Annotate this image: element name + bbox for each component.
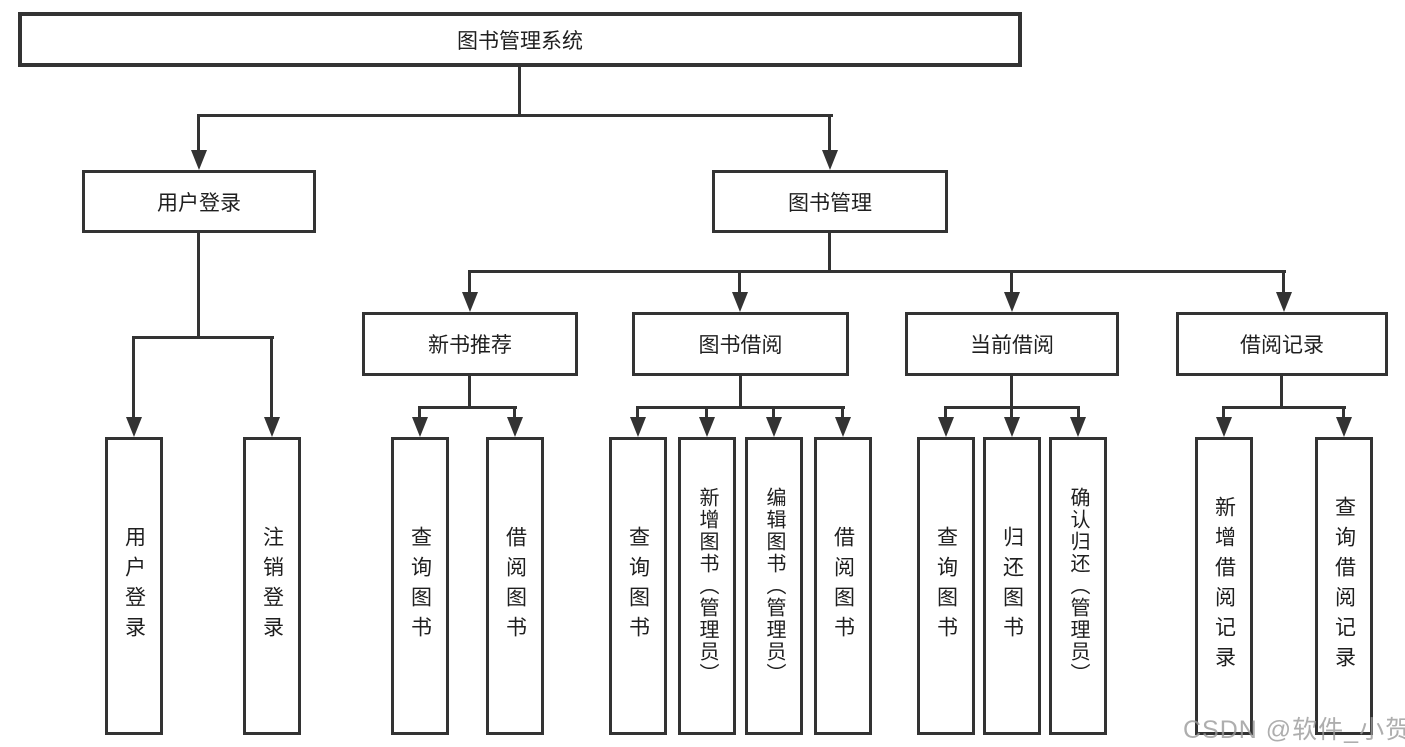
connector-line [1222,406,1346,409]
node-label: 查询借阅记录 [1332,496,1356,676]
node-library-management-system: 图书管理系统 [18,12,1022,67]
connector-line [518,66,521,116]
connector-line [828,114,831,154]
connector-line [841,406,844,420]
connector-line [705,406,708,420]
arrowhead-down-icon [264,417,280,437]
connector-line [132,336,274,339]
node-label: 新增借阅记录 [1212,496,1236,676]
node-label: 用户登录 [122,526,146,646]
connector-line [1077,406,1080,420]
arrowhead-down-icon [1004,417,1020,437]
node-label: 查询图书 [408,526,432,646]
leaf-query-books-recommend: 查询图书 [391,437,449,735]
leaf-confirm-return-admin: 确认归还（管理员） [1049,437,1107,735]
connector-line [944,406,947,420]
leaf-logout-login: 注销登录 [243,437,301,735]
node-current-borrowing: 当前借阅 [905,312,1119,376]
node-new-book-recommendation: 新书推荐 [362,312,578,376]
leaf-return-books: 归还图书 [983,437,1041,735]
connector-line [1010,270,1013,295]
connector-line [197,232,200,338]
node-book-management: 图书管理 [712,170,948,233]
node-label: 图书管理 [788,191,872,215]
node-label: 借阅记录 [1240,334,1324,357]
node-label: 图书借阅 [698,334,783,357]
leaf-edit-books-admin: 编辑图书（管理员） [745,437,803,735]
connector-line [418,406,517,409]
arrowhead-down-icon [732,292,748,312]
connector-line [132,336,135,420]
arrowhead-down-icon [1070,417,1086,437]
node-label: 用户登录 [157,191,241,215]
node-borrowing-records: 借阅记录 [1176,312,1388,376]
node-label: 查询图书 [934,526,958,646]
connector-line [513,406,516,420]
leaf-add-books-admin: 新增图书（管理员） [678,437,736,735]
connector-line [1222,406,1225,420]
node-label: 注销登录 [260,526,284,646]
arrowhead-down-icon [462,292,478,312]
connector-line [468,375,471,408]
connector-line [270,336,273,420]
connector-line [1282,270,1285,295]
node-label: 新书推荐 [428,334,512,357]
connector-line [197,114,200,154]
node-label: 图书管理系统 [457,29,583,53]
leaf-user-login: 用户登录 [105,437,163,735]
leaf-borrow-books-recommend: 借阅图书 [486,437,544,735]
node-label: 确认归还（管理员） [1067,487,1089,685]
node-label: 借阅图书 [503,526,527,646]
connector-line [738,270,741,295]
arrowhead-down-icon [126,417,142,437]
connector-line [1280,375,1283,408]
node-label: 查询图书 [626,526,650,646]
connector-line [636,406,845,409]
arrowhead-down-icon [1216,417,1232,437]
arrowhead-down-icon [507,417,523,437]
arrowhead-down-icon [938,417,954,437]
connector-line [739,375,742,408]
node-label: 编辑图书（管理员） [763,487,785,685]
arrowhead-down-icon [766,417,782,437]
connector-line [468,270,1286,273]
arrowhead-down-icon [191,150,207,170]
connector-line [828,232,831,272]
arrowhead-down-icon [1276,292,1292,312]
connector-line [772,406,775,420]
leaf-query-books-borrow: 查询图书 [609,437,667,735]
connector-line [197,114,833,117]
leaf-borrow-books: 借阅图书 [814,437,872,735]
leaf-query-books-current: 查询图书 [917,437,975,735]
arrowhead-down-icon [835,417,851,437]
csdn-watermark: CSDN @软件_小贺同学 [1183,716,1405,744]
arrowhead-down-icon [822,150,838,170]
arrowhead-down-icon [699,417,715,437]
connector-line [1010,375,1013,408]
arrowhead-down-icon [412,417,428,437]
node-label: 当前借阅 [970,334,1054,357]
connector-line [1010,406,1013,420]
node-book-borrowing: 图书借阅 [632,312,849,376]
connector-line [1342,406,1345,420]
node-label: 归还图书 [1000,526,1024,646]
leaf-add-borrow-record: 新增借阅记录 [1195,437,1253,735]
arrowhead-down-icon [1336,417,1352,437]
arrowhead-down-icon [1004,292,1020,312]
connector-line [418,406,421,420]
node-label: 借阅图书 [831,526,855,646]
node-user-login: 用户登录 [82,170,316,233]
connector-line [636,406,639,420]
connector-line [468,270,471,295]
arrowhead-down-icon [630,417,646,437]
node-label: 新增图书（管理员） [696,487,718,685]
leaf-query-borrow-record: 查询借阅记录 [1315,437,1373,735]
